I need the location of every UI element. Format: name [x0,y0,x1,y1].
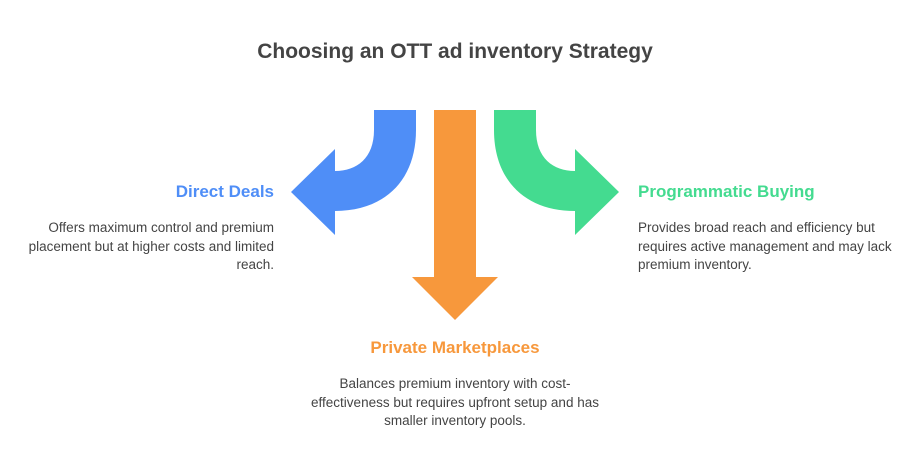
programmatic-buying-arrow [494,110,619,235]
programmatic-buying-description: Provides broad reach and efficiency but … [638,220,892,272]
direct-deals-description: Offers maximum control and premium place… [28,220,274,272]
private-marketplaces-arrow [412,110,498,320]
private-marketplaces-description: Balances premium inventory with cost-eff… [311,376,599,428]
direct-deals-arrow [291,110,416,235]
direct-deals-heading: Direct Deals [175,182,274,201]
programmatic-buying-heading: Programmatic Buying [638,182,815,201]
diagram-title: Choosing an OTT ad inventory Strategy [257,40,653,63]
private-marketplaces-heading: Private Marketplaces [370,338,540,357]
